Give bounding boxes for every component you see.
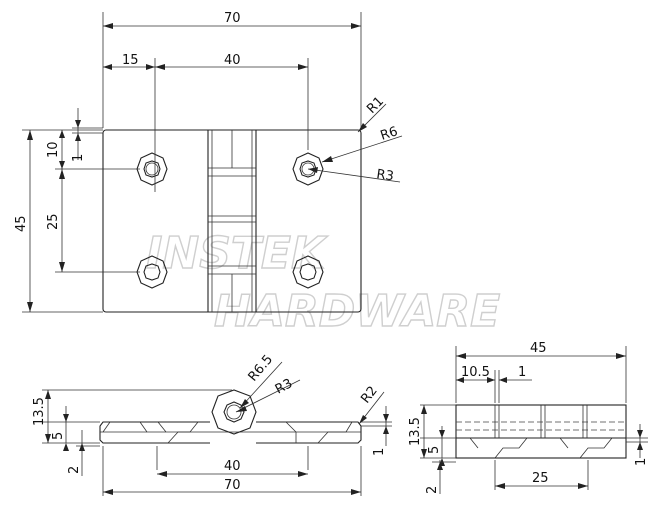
dim-front-thickness: 5 — [51, 406, 69, 451]
dim-front-thickness-label: 5 — [51, 432, 66, 440]
dim-top-hole-spacing: 40 — [155, 53, 308, 70]
side-body — [455, 404, 627, 459]
radius-edge-label: R2 — [358, 384, 380, 407]
side-view: 45 10.5 1 13.5 5 — [408, 341, 649, 494]
front-extension-lines — [42, 389, 392, 496]
dim-top-small: 1 — [71, 108, 103, 162]
radius-hole-label: R3 — [375, 167, 394, 184]
hole-top-left — [136, 152, 168, 186]
radius-pin-label: R3 — [273, 376, 295, 397]
top-view-extension-lines — [22, 12, 362, 313]
dim-side-small: 1 — [499, 365, 532, 383]
top-view: 70 15 40 45 10 — [14, 11, 403, 313]
radius-outer-callout: R6 — [321, 124, 403, 163]
dim-front-offset: 2 — [67, 430, 100, 476]
dim-top-vertical-hole-spacing: 25 — [46, 169, 65, 272]
radius-knuckle-label: R6.5 — [246, 352, 277, 384]
dim-side-edge-right-label: 1 — [634, 458, 649, 466]
dim-side-hole-spacing: 25 — [495, 471, 588, 489]
dim-front-edge-label: 1 — [372, 448, 387, 456]
dim-side-width: 45 — [456, 341, 626, 359]
radius-hole-callout: R3 — [307, 167, 401, 184]
front-leaves — [99, 421, 362, 444]
dim-top-height-label: 45 — [14, 215, 29, 232]
dim-side-offset-label: 2 — [425, 486, 440, 494]
radius-edge-callout: R2 — [358, 384, 385, 425]
dim-top-to-hole-label: 10 — [46, 141, 61, 158]
dim-side-offset: 2 — [425, 460, 456, 494]
dim-side-height-label: 13.5 — [408, 417, 423, 446]
radius-corner-label: R1 — [364, 94, 387, 117]
radius-outer-label: R6 — [379, 124, 400, 144]
dim-front-edge: 1 — [372, 406, 389, 456]
hole-bottom-right — [292, 255, 324, 289]
dim-side-edge-label: 10.5 — [461, 365, 490, 380]
dim-side-edge: 10.5 — [456, 365, 495, 383]
dim-top-width-label: 70 — [224, 11, 241, 26]
radius-pin-callout: R3 — [235, 376, 301, 413]
dim-side-thickness: 5 — [427, 426, 445, 466]
dim-front-width: 70 — [103, 478, 361, 495]
side-extension-lines — [420, 346, 648, 490]
dim-front-height-label: 13.5 — [32, 397, 47, 426]
dim-side-hole-spacing-label: 25 — [532, 471, 549, 486]
dim-top-edge-to-hole-label: 15 — [122, 53, 139, 68]
knuckle-band — [207, 130, 257, 312]
dim-side-thickness-label: 5 — [427, 446, 442, 454]
dim-front-hole-spacing-label: 40 — [224, 459, 241, 474]
dim-top-width: 70 — [103, 11, 361, 29]
watermark: INSTEK HARDWARE — [145, 227, 501, 337]
dim-front-width-label: 70 — [224, 478, 241, 493]
dim-side-edge-right: 1 — [634, 424, 649, 466]
dim-front-height: 13.5 — [32, 390, 51, 443]
dim-front-hole-spacing: 40 — [157, 459, 308, 477]
watermark-line1: INSTEK — [146, 228, 328, 279]
dim-top-edge-to-hole: 15 — [103, 53, 155, 70]
dim-top-small-label: 1 — [71, 154, 86, 162]
dim-top-height: 45 — [14, 130, 33, 312]
dim-top-vertical-hole-spacing-label: 25 — [46, 213, 61, 230]
radius-corner-callout: R1 — [357, 94, 387, 133]
dim-top-to-hole: 10 — [46, 130, 65, 169]
front-knuckle — [211, 389, 257, 435]
dim-side-height: 13.5 — [408, 405, 427, 458]
dim-front-offset-label: 2 — [67, 466, 82, 474]
dim-top-hole-spacing-label: 40 — [224, 53, 241, 68]
dim-side-small-label: 1 — [518, 365, 526, 380]
dim-side-width-label: 45 — [530, 341, 547, 356]
front-view: 13.5 5 2 40 70 — [32, 352, 392, 496]
